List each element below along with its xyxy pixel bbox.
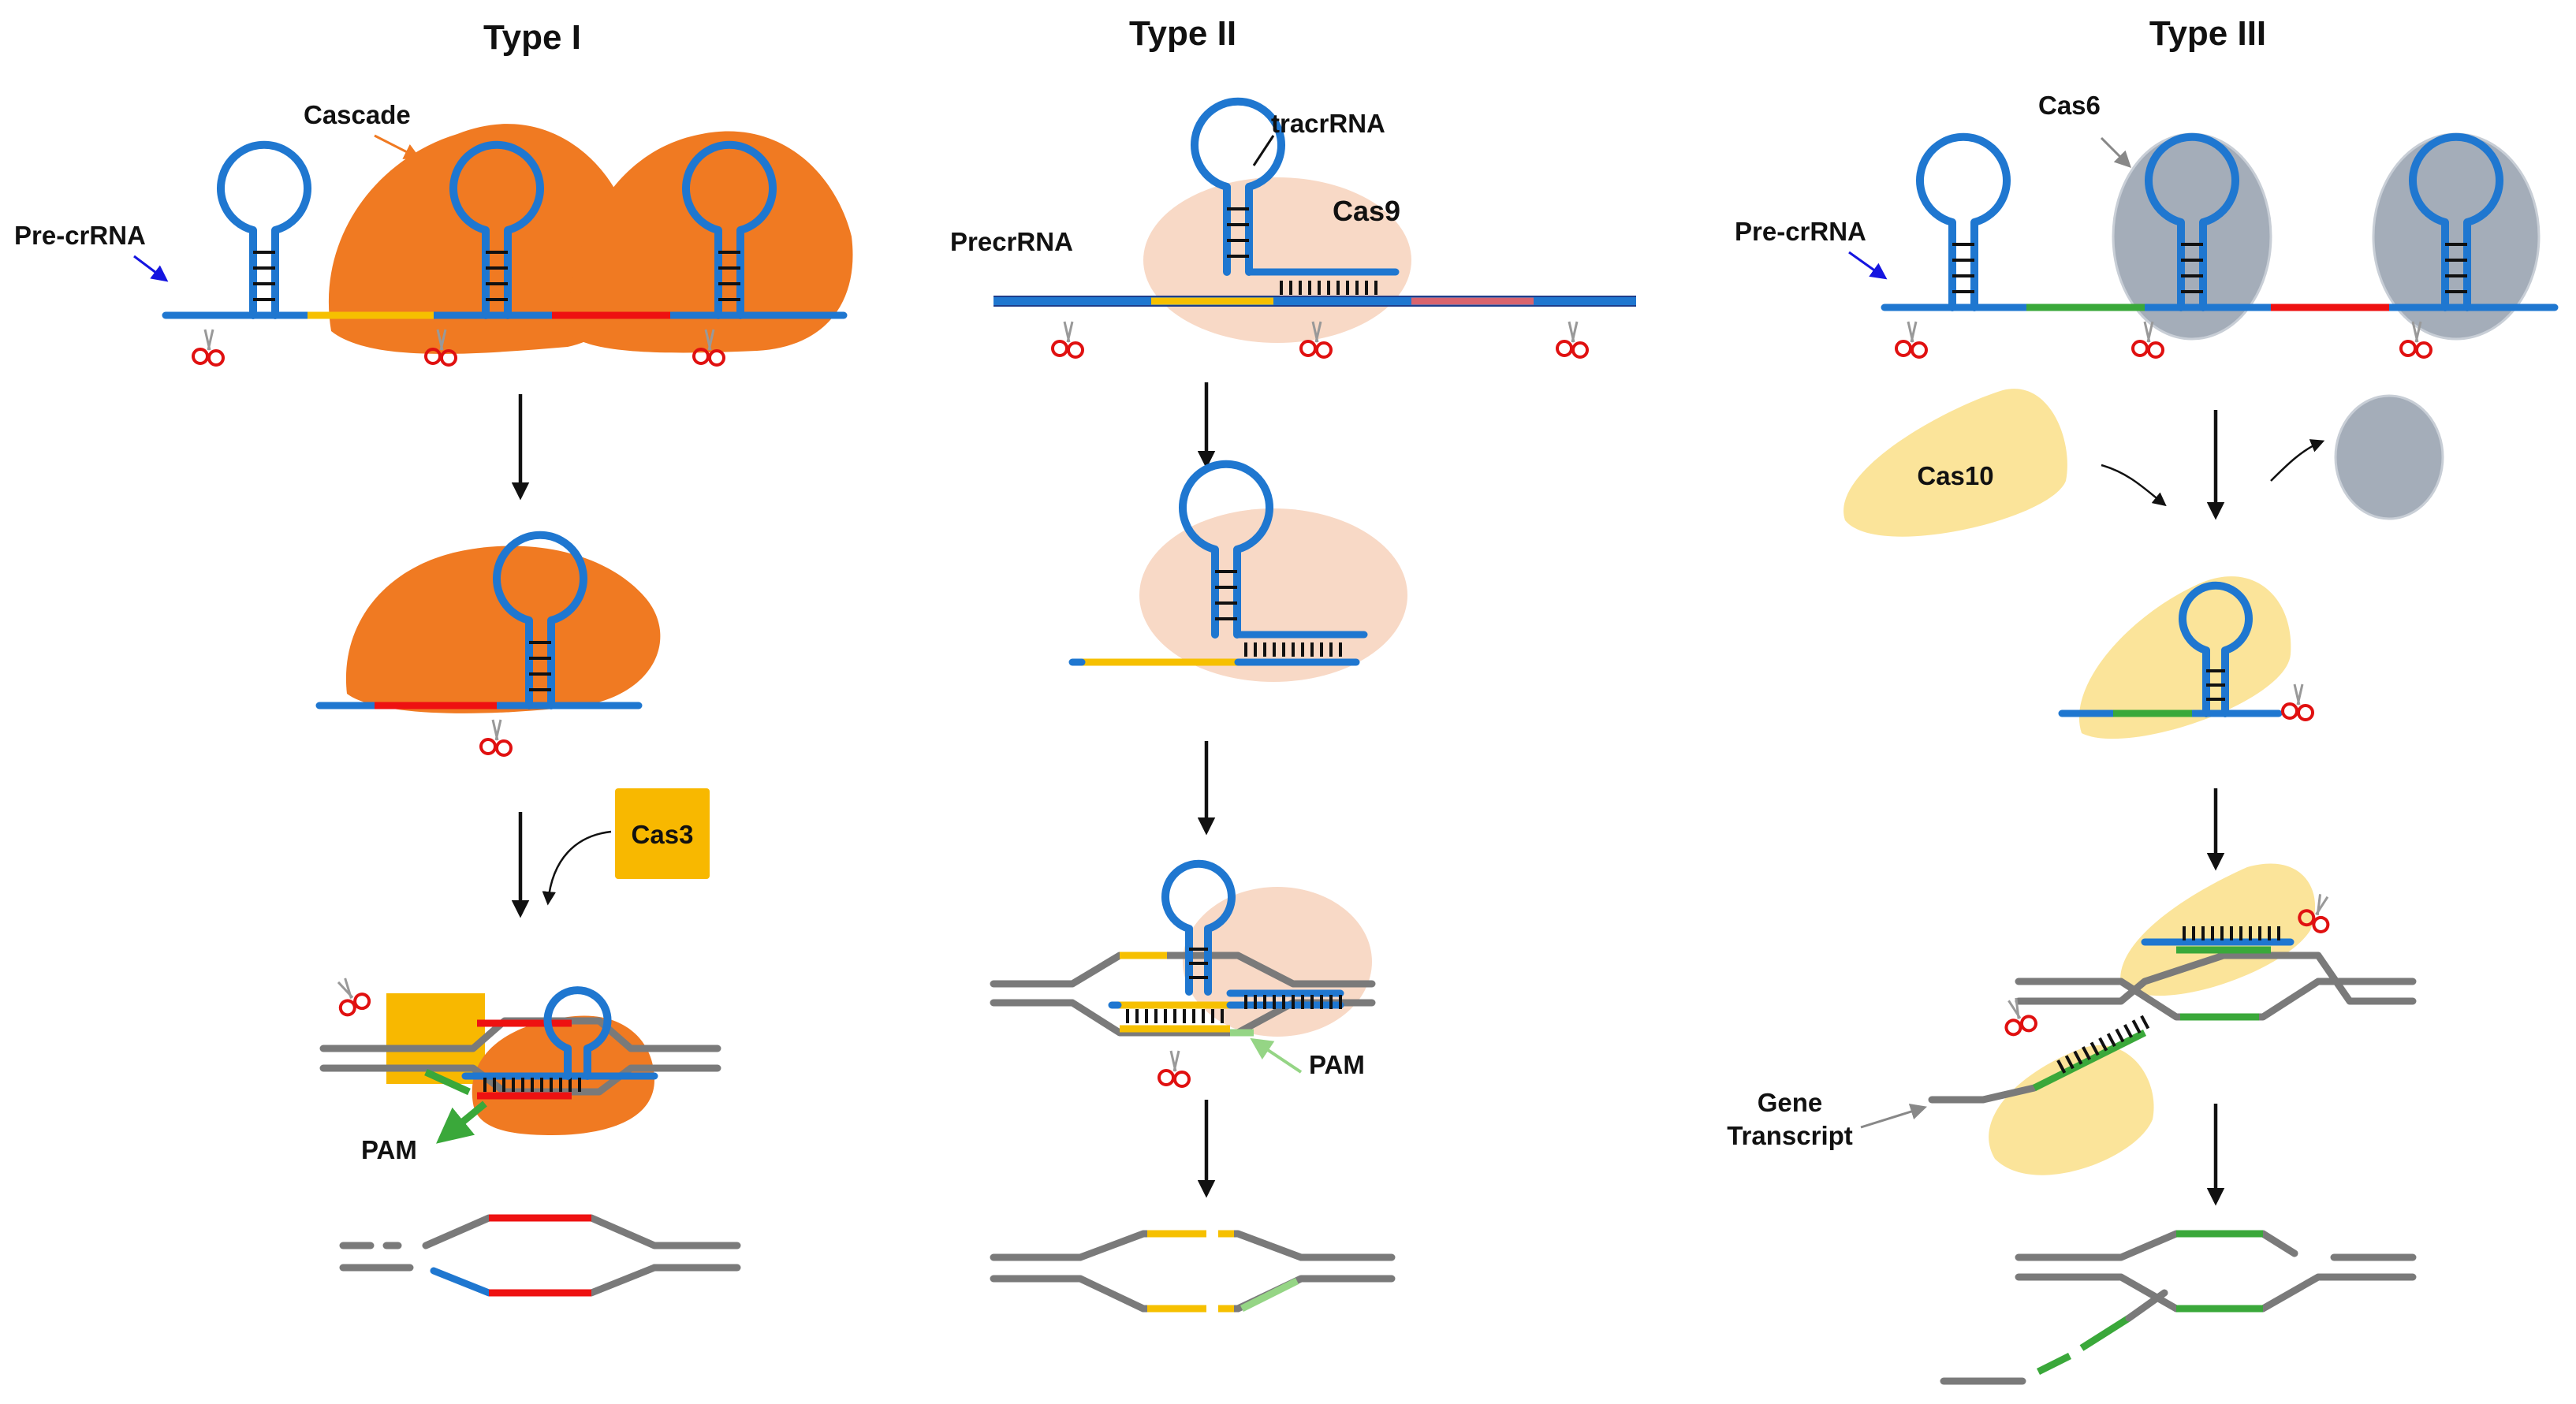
scissors-icon xyxy=(326,971,374,1021)
transcript-label: Transcript xyxy=(1727,1121,1853,1150)
scissors-icon xyxy=(1556,320,1589,359)
pre-crrna-label-3: Pre-crRNA xyxy=(1735,217,1866,246)
cas6-released xyxy=(2334,394,2444,520)
scissors-icon xyxy=(1158,1049,1191,1088)
scissors-icon xyxy=(1051,320,1084,359)
pre-crrna-label-1: Pre-crRNA xyxy=(14,221,146,250)
cas10-protein xyxy=(1843,389,2067,537)
cascade-complex-2 xyxy=(568,131,853,353)
pam-label-1: PAM xyxy=(361,1135,417,1164)
cas10-complex-target xyxy=(1989,1045,2154,1175)
gene-label: Gene xyxy=(1758,1088,1823,1117)
panel-title-type-2: Type II xyxy=(1129,14,1236,53)
panel-title-type-3: Type III xyxy=(2149,14,2266,53)
type-1-panel: Cascade Pre-crRNA Cas3 PAM xyxy=(14,100,853,1297)
cas6-label: Cas6 xyxy=(2038,91,2101,120)
cas10-complex xyxy=(2078,576,2291,739)
type-2-panel: tracrRNA Cas9 PrecrRNA PAM xyxy=(950,102,1636,1314)
cas3-label: Cas3 xyxy=(632,820,694,849)
cas9-label: Cas9 xyxy=(1333,195,1400,227)
precrrna-label-2: PrecrRNA xyxy=(950,227,1073,256)
scissors-icon xyxy=(192,328,225,367)
cascade-label: Cascade xyxy=(304,100,411,129)
scissors-icon xyxy=(2281,683,2314,721)
type-3-panel: Cas6 Pre-crRNA Cas10 xyxy=(1727,91,2559,1385)
repeat-hairpin xyxy=(221,145,308,315)
panel-title-type-1: Type I xyxy=(483,18,581,57)
pam-label-2: PAM xyxy=(1309,1050,1365,1079)
cascade-complex-bound xyxy=(345,546,661,713)
cas9-protein xyxy=(1139,508,1407,682)
scissors-icon xyxy=(1895,320,1928,359)
repeat-hairpin xyxy=(1920,137,2007,307)
tracrrna-label: tracrRNA xyxy=(1271,109,1385,138)
cas3-protein xyxy=(615,788,710,879)
scissors-icon xyxy=(479,718,513,757)
cas10-complex-target xyxy=(2120,863,2316,996)
cas10-label: Cas10 xyxy=(1917,461,1993,490)
